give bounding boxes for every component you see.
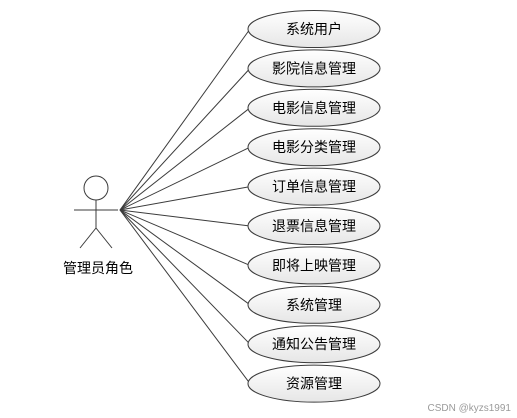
use-case: 系统管理 (247, 285, 381, 324)
use-case: 电影信息管理 (247, 88, 381, 127)
actor-head (83, 175, 109, 201)
use-case-label: 影院信息管理 (272, 60, 356, 77)
actor-right-leg (95, 227, 113, 249)
association-line (119, 209, 251, 266)
use-case-ellipse (247, 325, 381, 364)
association-line (119, 209, 251, 227)
actor-label: 管理员角色 (63, 260, 133, 277)
use-case-label: 系统用户 (286, 21, 342, 38)
use-case-label: 订单信息管理 (272, 179, 356, 196)
use-case-ellipse (247, 167, 381, 206)
association-line (119, 146, 251, 211)
use-case-ellipse (247, 128, 381, 167)
association-line (119, 209, 251, 345)
use-case: 电影分类管理 (247, 128, 381, 167)
use-case-label: 退票信息管理 (272, 218, 356, 235)
use-case: 订单信息管理 (247, 167, 381, 206)
association-line (119, 186, 251, 211)
use-case-label: 资源管理 (286, 377, 342, 393)
association-line (119, 28, 251, 211)
use-case-label: 系统管理 (286, 298, 342, 314)
association-lines (119, 28, 251, 384)
association-line (119, 68, 251, 211)
watermark: CSDN @kyzs1991 (427, 403, 511, 414)
association-line (119, 107, 251, 211)
use-case-list: 系统用户影院信息管理电影信息管理电影分类管理订单信息管理退票信息管理即将上映管理… (247, 10, 381, 403)
association-line (119, 209, 251, 306)
use-case-label: 即将上映管理 (272, 258, 356, 274)
use-case: 即将上映管理 (247, 246, 381, 285)
use-case: 退票信息管理 (247, 207, 381, 245)
actor-figure: 管理员角色 (63, 175, 133, 277)
actor-left-leg (79, 227, 97, 249)
use-case: 通知公告管理 (247, 325, 381, 364)
use-case-ellipse (247, 246, 381, 285)
use-case-ellipse (247, 285, 381, 324)
use-case: 资源管理 (247, 364, 381, 403)
association-line (119, 209, 251, 384)
use-case-ellipse (247, 207, 381, 245)
use-case: 影院信息管理 (247, 49, 381, 88)
use-case-ellipse (247, 10, 381, 48)
use-case-label: 电影信息管理 (272, 100, 356, 117)
use-case-ellipse (247, 49, 381, 88)
use-case-ellipse (247, 88, 381, 127)
use-case: 系统用户 (247, 10, 381, 48)
use-case-label: 电影分类管理 (272, 140, 356, 156)
use-case-ellipse (247, 364, 381, 403)
use-case-label: 通知公告管理 (272, 336, 356, 353)
